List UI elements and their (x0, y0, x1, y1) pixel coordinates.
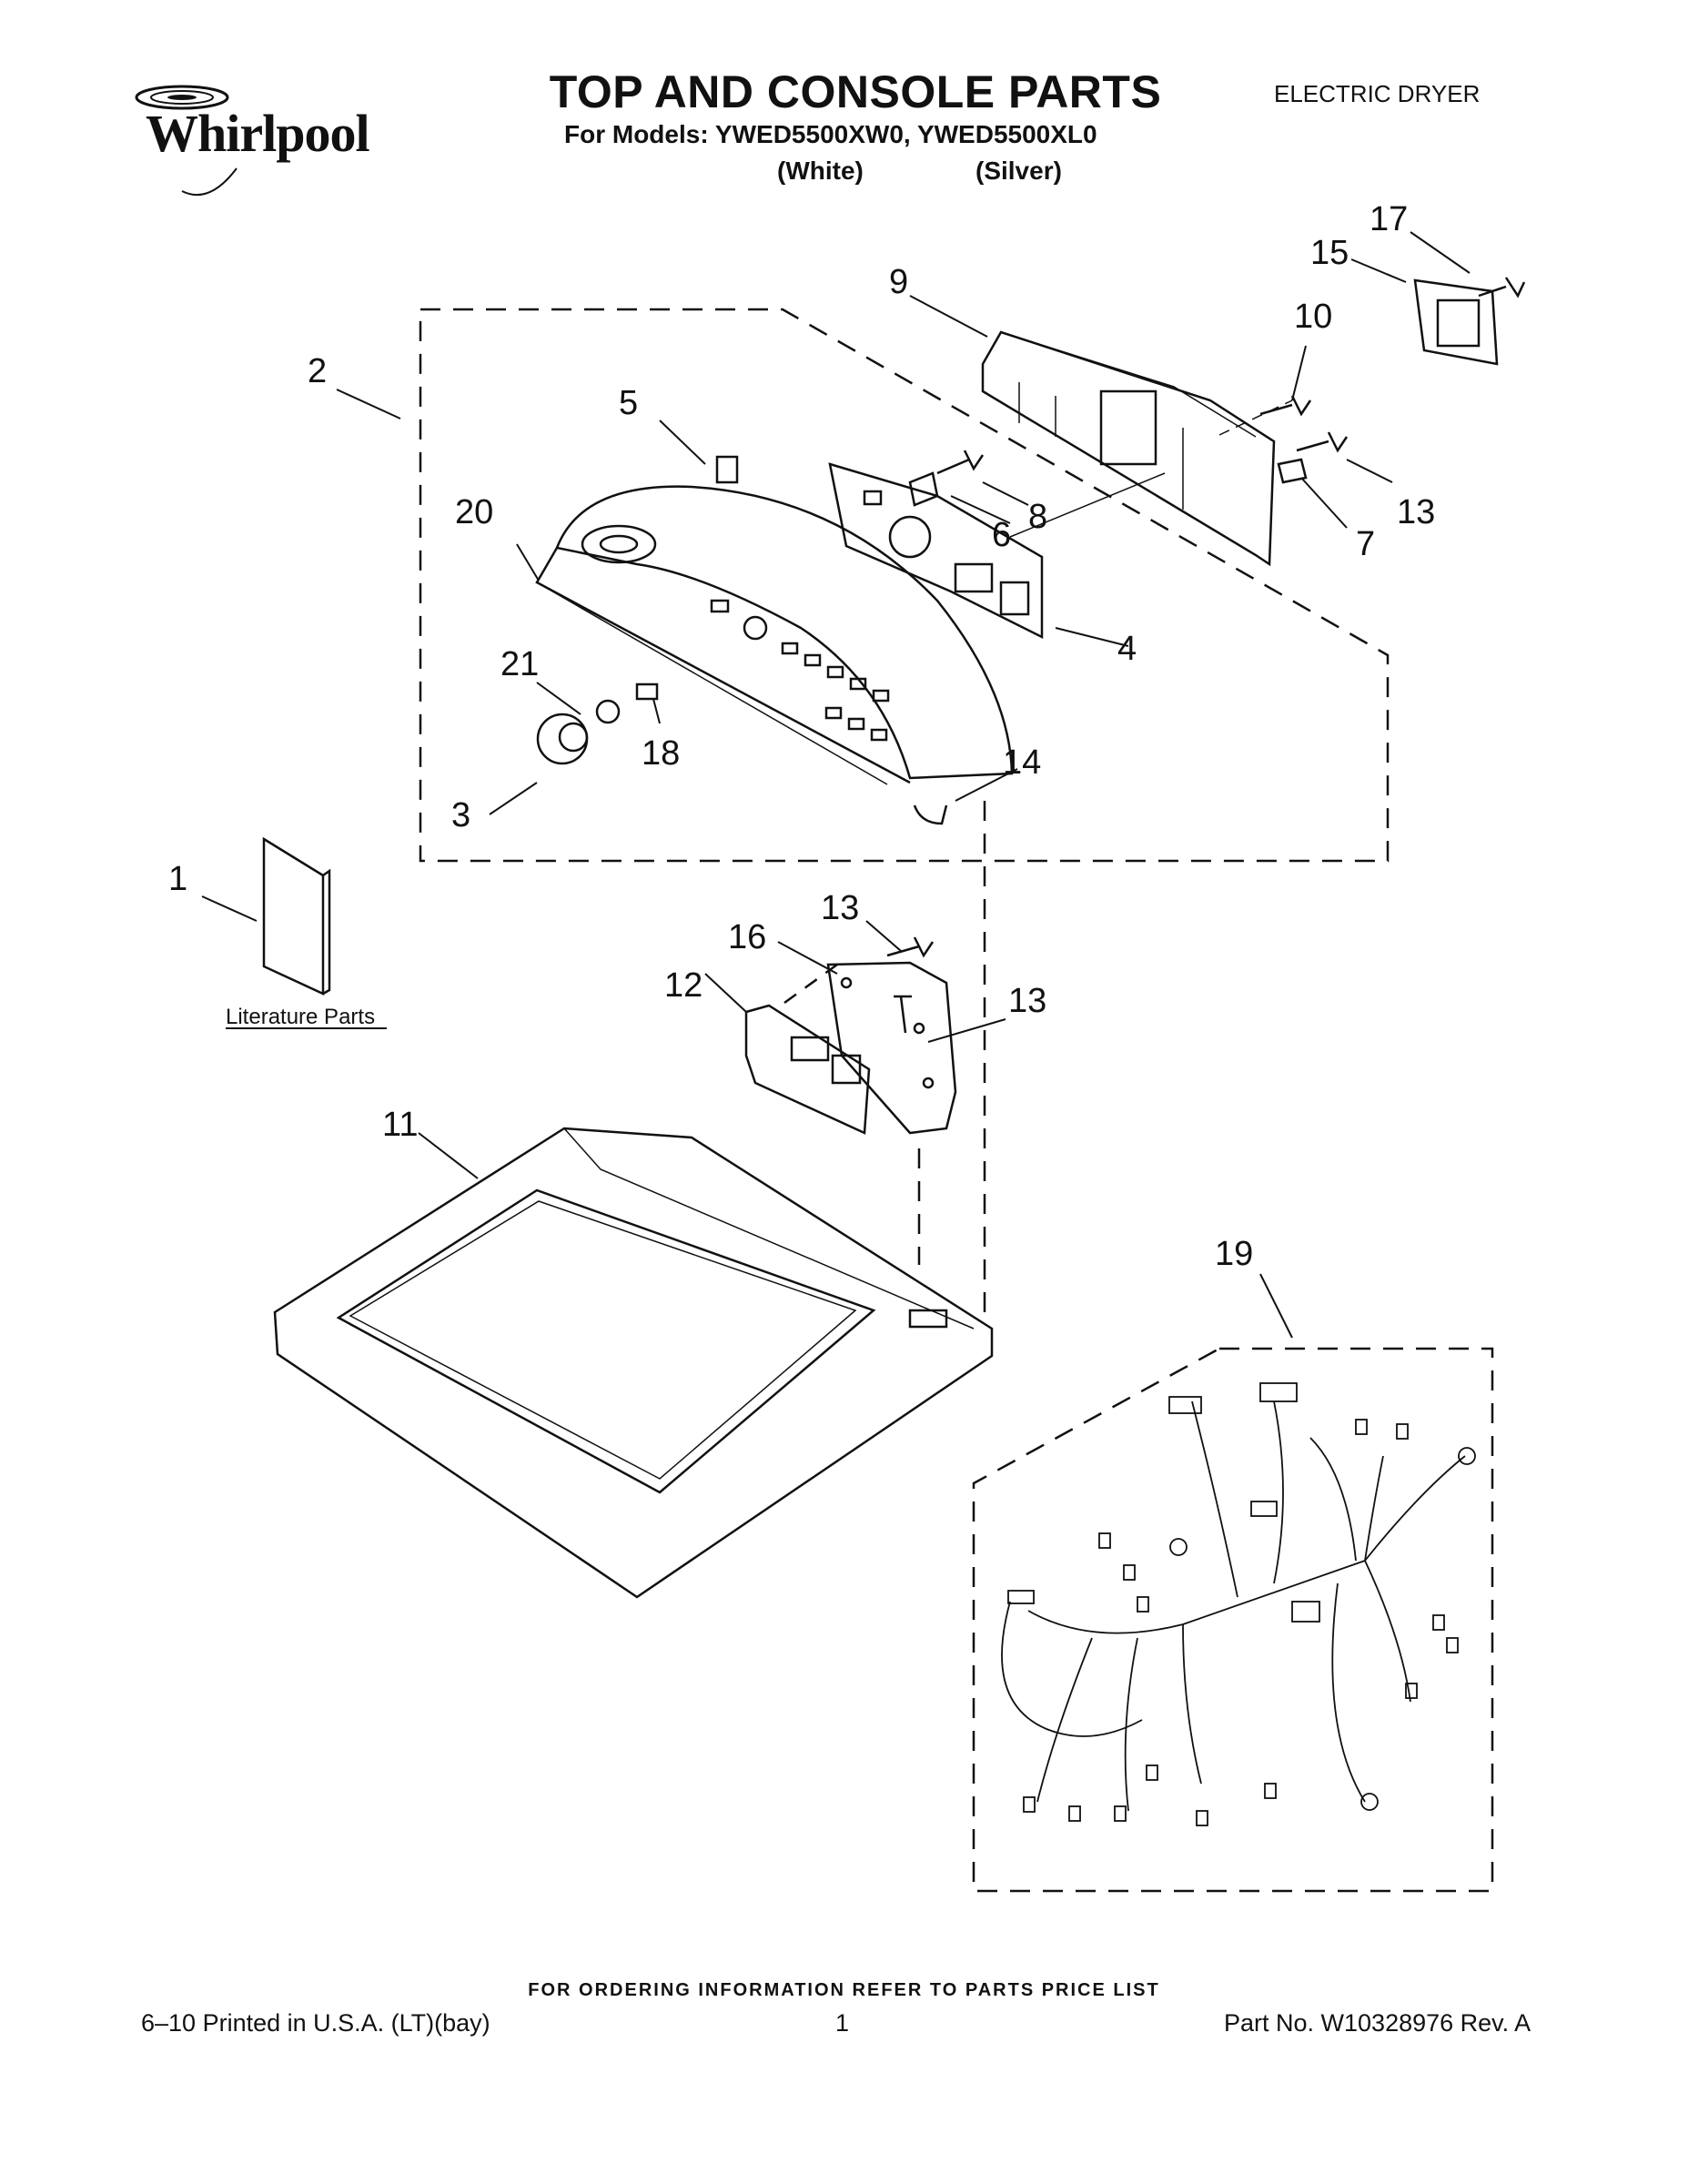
callout-10: 10 (1294, 298, 1332, 336)
top-panel-11-part (273, 1127, 994, 1599)
bracket-15-part (1413, 278, 1499, 366)
callout-13-mid: 13 (821, 889, 859, 927)
callout-6: 6 (992, 516, 1011, 554)
screw-8-part (936, 450, 985, 475)
callout-8: 8 (1028, 498, 1047, 536)
shaft-18-part (635, 682, 659, 701)
callout-11: 11 (382, 1106, 418, 1144)
callout-13-top: 13 (1397, 493, 1435, 531)
wiring-harness-19-part (1001, 1382, 1476, 1826)
callout-14: 14 (1003, 743, 1041, 782)
callout-13-lower: 13 (1008, 982, 1046, 1020)
callout-5: 5 (619, 384, 638, 422)
callout-9: 9 (889, 263, 908, 301)
part-number: Part No. W10328976 Rev. A (1224, 2009, 1531, 2037)
console-group-outline (419, 308, 1390, 863)
clip-7-part (1277, 458, 1308, 484)
document-type: ELECTRIC DRYER (1274, 80, 1481, 107)
callout-3: 3 (451, 796, 470, 834)
literature-booklet-part (262, 836, 331, 996)
console-housing-part (535, 485, 1014, 785)
callout-1: 1 (168, 860, 187, 898)
brand-wordmark: Whirlpool (146, 104, 370, 163)
literature-parts-label: Literature Parts (226, 1005, 375, 1029)
callout-16: 16 (728, 918, 766, 956)
callout-18: 18 (642, 734, 680, 773)
clip-14-part (913, 804, 948, 825)
models-line: For Models: YWED5500XW0, YWED5500XL0 (564, 120, 1097, 148)
color-silver-label: (Silver) (975, 157, 1062, 185)
callout-leaders (201, 231, 1471, 1339)
print-info: 6–10 Printed in U.S.A. (LT)(bay) (141, 2009, 490, 2037)
screw-13-top-part (1296, 431, 1349, 453)
callout-15: 15 (1310, 234, 1349, 272)
screw-13-mid-part (886, 936, 935, 958)
knob-3-part (536, 713, 589, 765)
callout-2: 2 (308, 352, 327, 390)
console-rear-panel-part (981, 330, 1276, 567)
screw-13-lower-part (894, 995, 912, 1034)
callout-19: 19 (1215, 1235, 1253, 1273)
light-pipe-5-part (715, 455, 739, 484)
terminal-block-12-part (744, 1004, 871, 1135)
ring-21-part (595, 699, 621, 724)
logo-swirl-graphic (135, 85, 238, 196)
brand-logo: Whirlpool (127, 77, 400, 214)
callout-21: 21 (500, 645, 539, 683)
connector-line-9-10 (1218, 399, 1293, 436)
screw-17-part (1478, 277, 1526, 298)
callout-12: 12 (664, 966, 702, 1005)
switch-6-part (908, 471, 939, 507)
page-number: 1 (835, 2009, 850, 2037)
color-white-label: (White) (777, 157, 864, 185)
harness-group-outline (972, 1347, 1494, 1893)
callout-17: 17 (1370, 200, 1408, 238)
callout-7: 7 (1356, 525, 1375, 563)
mounting-plate-16-part (826, 961, 957, 1135)
ordering-note: FOR ORDERING INFORMATION REFER TO PARTS … (528, 1980, 1160, 2000)
page-title: TOP AND CONSOLE PARTS (549, 66, 1162, 117)
callout-4: 4 (1117, 630, 1137, 668)
callout-20: 20 (455, 493, 493, 531)
screw-10-part (1259, 395, 1312, 417)
